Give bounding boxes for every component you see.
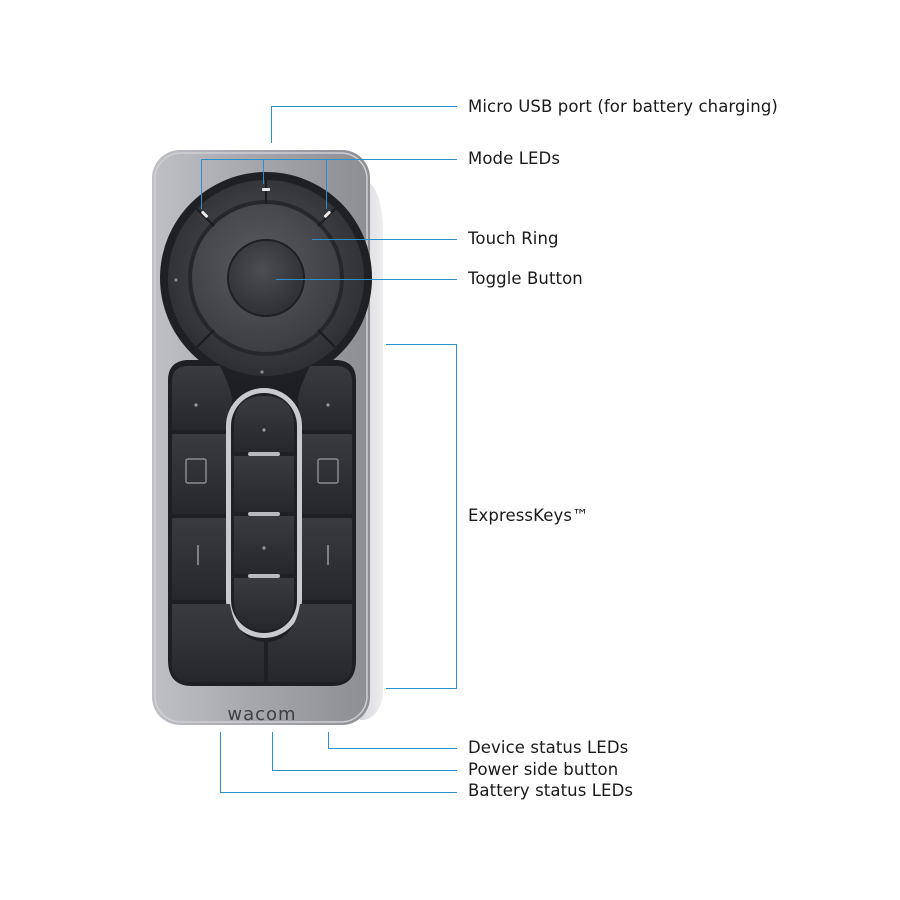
expresskey-center-3[interactable] [234, 516, 294, 574]
leader-toggle-button [276, 279, 457, 280]
leader-expresskeys-bottom [386, 688, 457, 689]
leader-mode-leds-v3 [326, 159, 327, 209]
label-toggle-button: Toggle Button [468, 269, 583, 288]
leader-device-status-v [328, 732, 329, 749]
leader-touch-ring [312, 239, 457, 240]
mode-leds [201, 188, 331, 218]
expresskey-center-1[interactable] [234, 396, 294, 452]
leader-expresskeys-top [386, 344, 457, 345]
label-expresskeys: ExpressKeys™ [468, 506, 589, 525]
expresskey-right-1[interactable] [298, 366, 352, 430]
expresskey-right-2[interactable] [300, 434, 352, 514]
leader-power-v [272, 732, 273, 771]
label-device-status-leds: Device status LEDs [468, 738, 629, 757]
leader-power-h [272, 770, 457, 771]
leader-micro-usb-h [271, 106, 457, 107]
leader-mode-leds-h [201, 159, 457, 160]
leader-battery-h [220, 792, 457, 793]
touch-ring-segments [196, 180, 336, 348]
right-key-dot [326, 403, 330, 407]
label-micro-usb: Micro USB port (for battery charging) [468, 97, 778, 116]
leader-battery-v [220, 732, 221, 793]
label-touch-ring: Touch Ring [468, 229, 559, 248]
expresskey-bottom-right[interactable] [268, 604, 352, 682]
toggle-button-rim [227, 239, 305, 317]
leader-expresskeys-v [456, 344, 457, 689]
label-power-side-button: Power side button [468, 760, 619, 779]
leader-mode-leds-v2 [263, 159, 264, 184]
touch-ring-dot-left [174, 278, 178, 282]
brand-logo: wacom [227, 704, 296, 725]
expresskey-center-4[interactable] [234, 578, 294, 630]
toggle-button[interactable] [228, 240, 304, 316]
label-mode-leds: Mode LEDs [468, 149, 561, 168]
leader-micro-usb-v [271, 106, 272, 143]
right-key-column [298, 366, 352, 600]
expresskey-left-1[interactable] [172, 366, 232, 430]
expresskey-right-3[interactable] [300, 518, 352, 600]
expresskey-left-2[interactable] [172, 434, 230, 514]
left-key-column [172, 366, 232, 600]
expresskey-center-2[interactable] [234, 456, 294, 512]
left-key-square-icon [185, 458, 207, 484]
device-body-highlight [154, 152, 368, 723]
right-key-square-icon [317, 458, 339, 484]
leader-device-status-h [328, 748, 457, 749]
left-key-dot [194, 403, 198, 407]
leader-mode-leds-v1 [201, 159, 202, 209]
center-key-icons [248, 428, 280, 578]
label-battery-status-leds: Battery status LEDs [468, 781, 634, 800]
expresskey-left-3[interactable] [172, 518, 230, 600]
expresskey-bottom-left[interactable] [172, 604, 264, 682]
touch-ring-dot-bottom [260, 370, 264, 374]
